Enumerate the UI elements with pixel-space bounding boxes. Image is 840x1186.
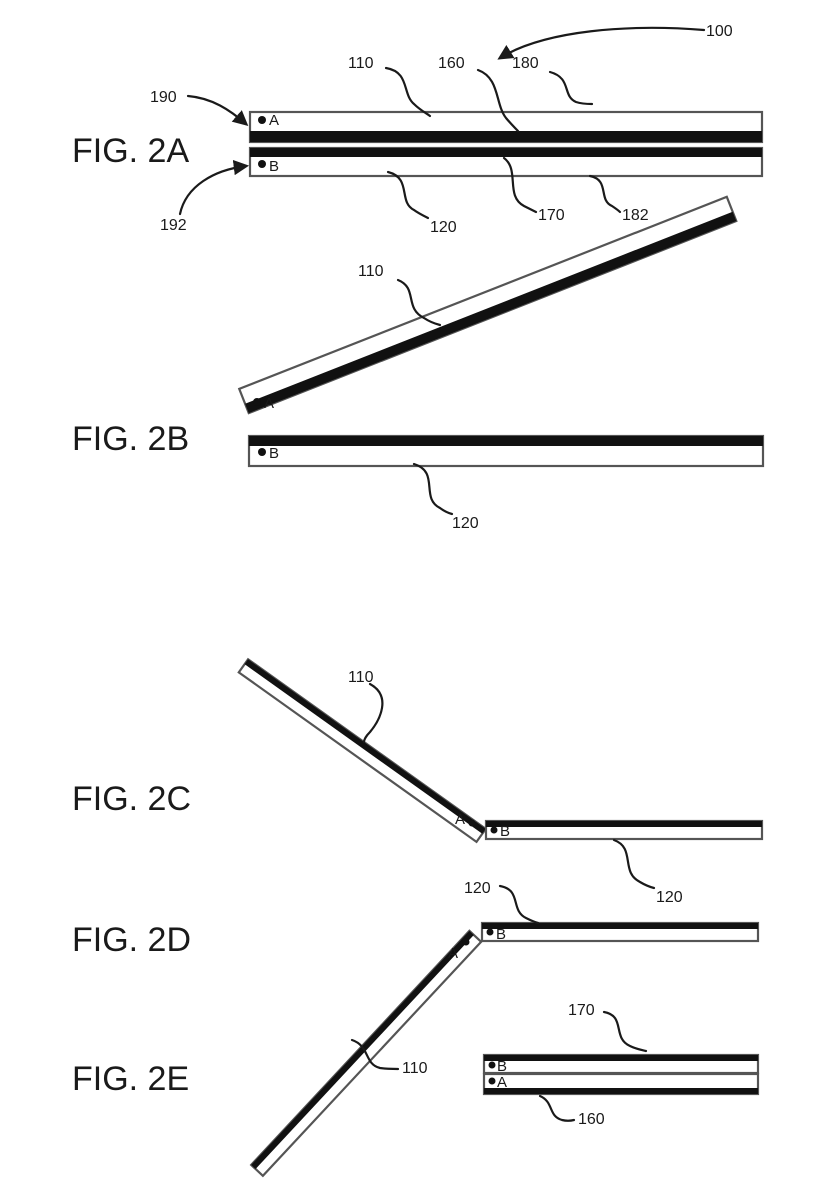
leader-120-fig2d bbox=[500, 886, 538, 923]
fig-2d: FIG. 2D A B 120 bbox=[72, 880, 758, 1176]
point-a-label: A bbox=[269, 112, 279, 129]
ref-170-fig2e: 170 bbox=[568, 1002, 595, 1019]
fig-2b-label: FIG. 2B bbox=[72, 420, 189, 458]
ref-110-fig2b: 110 bbox=[358, 263, 384, 280]
layer-160-stacked bbox=[484, 1088, 758, 1094]
point-a-marker bbox=[253, 398, 261, 406]
fig-2d-label: FIG. 2D bbox=[72, 921, 191, 959]
point-a-label: A bbox=[264, 395, 274, 412]
ref-110-fig2e: 110 bbox=[402, 1060, 428, 1077]
fig-2a: FIG. 2A A B 100 110 160 180 190 192 120 bbox=[72, 23, 762, 236]
ref-120-fig2c: 120 bbox=[656, 889, 683, 906]
point-b-label: B bbox=[500, 823, 510, 840]
layer-170-stacked bbox=[484, 1055, 758, 1061]
ref-182: 182 bbox=[622, 207, 649, 224]
leader-110 bbox=[386, 68, 430, 116]
ref-120-fig2b: 120 bbox=[452, 515, 479, 532]
ref-190: 190 bbox=[150, 89, 177, 106]
point-b-marker bbox=[487, 929, 494, 936]
panel-120-layer bbox=[486, 821, 762, 827]
ref-120-fig2d: 120 bbox=[464, 880, 491, 897]
ref-110: 110 bbox=[348, 55, 374, 72]
panel-120-layer bbox=[249, 436, 763, 446]
point-b-marker bbox=[489, 1062, 496, 1069]
leader-120-fig2a bbox=[388, 172, 428, 218]
leader-190 bbox=[188, 96, 246, 124]
leader-192 bbox=[180, 166, 246, 214]
fig-2e-label: FIG. 2E bbox=[72, 1060, 189, 1098]
point-b-marker bbox=[491, 827, 498, 834]
point-a-marker bbox=[469, 820, 476, 827]
layer-160 bbox=[250, 131, 762, 142]
leader-120-fig2c bbox=[614, 840, 654, 888]
ref-100: 100 bbox=[706, 23, 733, 40]
leader-170-fig2e bbox=[604, 1012, 646, 1051]
panel-120-layer bbox=[482, 923, 758, 929]
point-b-label: B bbox=[497, 1058, 507, 1075]
ref-192: 192 bbox=[160, 217, 187, 234]
fig-2e: FIG. 2E 110 B A 170 160 bbox=[72, 1002, 758, 1128]
ref-170-fig2a: 170 bbox=[538, 207, 565, 224]
panel-110-tilted bbox=[239, 197, 736, 413]
ref-160: 160 bbox=[438, 55, 465, 72]
point-b-marker bbox=[258, 448, 266, 456]
point-a-label: A bbox=[497, 1074, 507, 1091]
leader-100 bbox=[500, 28, 704, 58]
leader-160-fig2e bbox=[540, 1096, 574, 1121]
point-b-label: B bbox=[269, 445, 279, 462]
point-b-label: B bbox=[269, 158, 279, 175]
ref-180: 180 bbox=[512, 55, 539, 72]
point-b-label: B bbox=[496, 926, 506, 943]
panel-110-angled bbox=[239, 659, 486, 842]
leader-120-fig2b bbox=[414, 464, 452, 514]
fig-2c: FIG. 2C A 110 B 120 bbox=[72, 659, 762, 906]
point-a-marker bbox=[463, 939, 470, 946]
point-a-label: A bbox=[448, 945, 458, 962]
ref-160-fig2e: 160 bbox=[578, 1111, 605, 1128]
point-a-marker bbox=[489, 1078, 496, 1085]
panel-110-body bbox=[239, 659, 486, 842]
leader-110-fig2c bbox=[364, 684, 382, 742]
fig-2b: FIG. 2B A 110 B 120 bbox=[72, 197, 763, 532]
ref-120-fig2a: 120 bbox=[430, 219, 457, 236]
point-a-marker bbox=[258, 116, 266, 124]
leader-182 bbox=[590, 176, 620, 212]
point-a-label: A bbox=[455, 811, 465, 828]
fig-2a-label: FIG. 2A bbox=[72, 132, 189, 170]
point-b-marker bbox=[258, 160, 266, 168]
fig-2c-label: FIG. 2C bbox=[72, 780, 191, 818]
panel-110-layer bbox=[245, 212, 736, 413]
leader-180 bbox=[550, 72, 592, 104]
layer-170 bbox=[250, 148, 762, 157]
panel-110-layer bbox=[251, 931, 474, 1169]
